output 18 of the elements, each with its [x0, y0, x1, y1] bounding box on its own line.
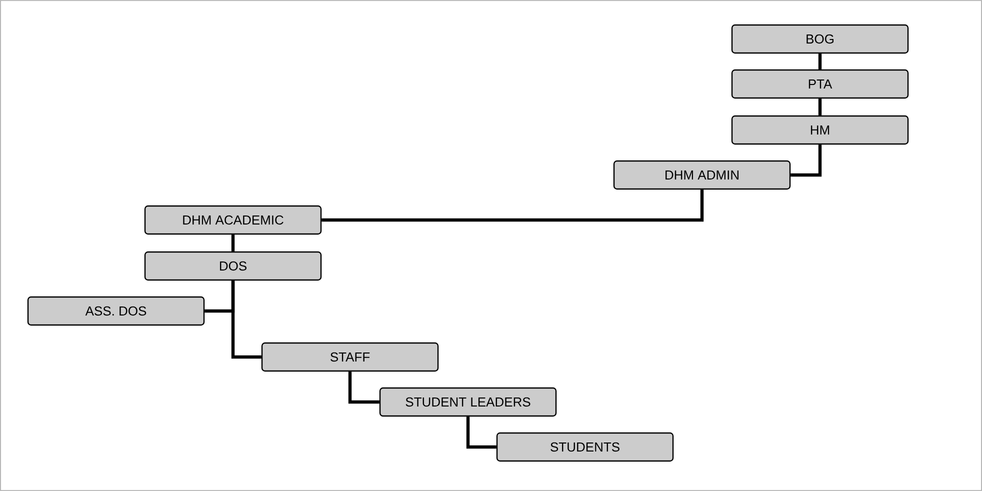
- connector-line: [790, 144, 822, 177]
- org-box: HM: [731, 115, 909, 145]
- connector-line: [466, 416, 496, 449]
- org-box: BOG: [731, 24, 909, 54]
- org-box: DHM ACADEMIC: [144, 205, 322, 235]
- org-box: STUDENTS: [496, 432, 674, 462]
- connector-line: [818, 54, 822, 70]
- org-box: ASS. DOS: [27, 296, 205, 326]
- connector-line: [231, 234, 235, 252]
- org-box: STUDENT LEADERS: [379, 387, 557, 417]
- org-box: PTA: [731, 69, 909, 99]
- org-box: STAFF: [261, 342, 439, 372]
- connector-line: [231, 280, 262, 359]
- connector-line: [818, 98, 822, 116]
- org-box: DOS: [144, 251, 322, 281]
- connector-line: [348, 372, 380, 404]
- org-box: DHM ADMIN: [613, 160, 791, 190]
- connector-line: [322, 190, 704, 222]
